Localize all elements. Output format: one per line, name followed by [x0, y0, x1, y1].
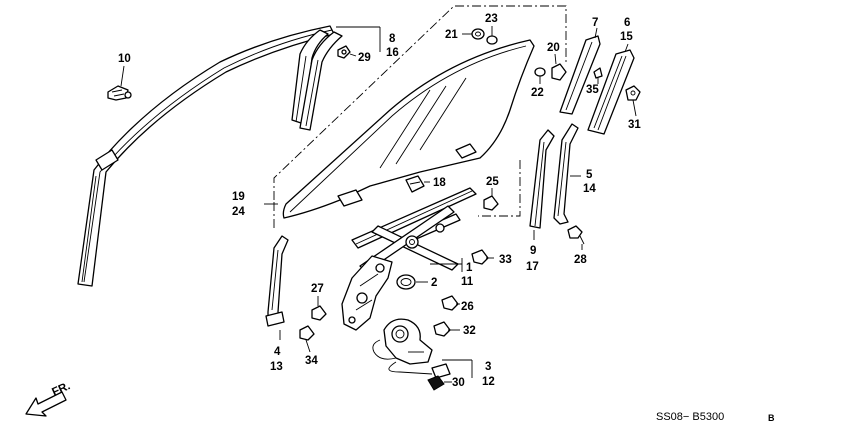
door-glass: [282, 39, 535, 219]
part-labels: 10 8 16 29 21 23 20 22 7 6 15 35 31 18 2…: [118, 13, 641, 389]
part-7-sash: [559, 27, 601, 115]
label-3: 3: [485, 361, 491, 373]
label-11: 11: [461, 276, 474, 288]
part-2-roller: [396, 274, 428, 290]
part-35-clip: [593, 67, 603, 84]
label-8: 8: [389, 33, 396, 45]
label-5: 5: [586, 169, 593, 181]
label-14: 14: [583, 183, 596, 195]
label-4: 4: [274, 346, 281, 358]
part-31-grommet: [625, 85, 641, 117]
part-5-14-channel: [553, 123, 581, 225]
part-30-connector: [427, 375, 452, 391]
label-29: 29: [358, 52, 371, 64]
part-25-bolt: [483, 188, 499, 211]
part-22-washer: [534, 67, 546, 84]
label-27: 27: [311, 283, 324, 295]
label-7: 7: [592, 17, 598, 29]
part-20-bolt: [551, 53, 567, 81]
label-10: 10: [118, 53, 131, 65]
label-30: 30: [452, 377, 465, 389]
part-32-bolt: [433, 321, 460, 337]
label-24: 24: [232, 206, 245, 218]
catalog-code-text: SS08− B5300: [656, 411, 724, 423]
label-22: 22: [531, 87, 544, 99]
window-regulator: [341, 187, 477, 331]
label-17: 17: [526, 261, 539, 273]
part-4-13-sash: [265, 235, 289, 327]
part-33-bolt: [471, 249, 494, 265]
part-26-bolt: [441, 295, 460, 311]
label-21: 21: [445, 29, 458, 41]
front-label: FR.: [50, 380, 72, 398]
label-33: 33: [499, 254, 512, 266]
part-27-bolt: [311, 296, 327, 321]
label-28: 28: [574, 254, 587, 266]
label-18: 18: [433, 177, 446, 189]
door-run-channel-arc: [77, 25, 335, 287]
label-13: 13: [270, 361, 283, 373]
label-15: 15: [620, 31, 633, 43]
part-9-17-channel: [529, 129, 555, 229]
part-29-screw: [337, 45, 357, 59]
label-35: 35: [586, 84, 599, 96]
label-31: 31: [628, 119, 641, 131]
leader-lines: [264, 203, 535, 340]
label-1: 1: [466, 262, 473, 274]
label-23: 23: [485, 13, 498, 25]
part-21-nut: [462, 28, 485, 40]
part-10-clip: [107, 65, 132, 101]
label-34: 34: [305, 355, 318, 367]
part-18-holder: [405, 175, 430, 193]
front-direction-arrow: FR.: [25, 380, 72, 417]
label-9: 9: [530, 245, 536, 257]
part-23-nut: [486, 26, 498, 45]
label-16: 16: [386, 47, 399, 59]
label-19: 19: [232, 191, 245, 203]
part-6-15-channel: [587, 43, 635, 135]
label-26: 26: [461, 301, 474, 313]
label-20: 20: [547, 42, 560, 54]
catalog-code: SS08− B5300 B: [656, 411, 775, 423]
part-8-16-run-channel: [291, 26, 381, 131]
label-32: 32: [463, 325, 476, 337]
catalog-code-suffix: B: [768, 413, 775, 423]
part-28-bolt: [567, 225, 585, 250]
glass-assembly-frame: [273, 5, 567, 228]
part-34-bolt: [299, 325, 315, 353]
window-motor: [372, 318, 473, 379]
label-6: 6: [624, 17, 630, 29]
label-25: 25: [486, 176, 499, 188]
label-2: 2: [431, 277, 437, 289]
label-12: 12: [482, 376, 495, 388]
